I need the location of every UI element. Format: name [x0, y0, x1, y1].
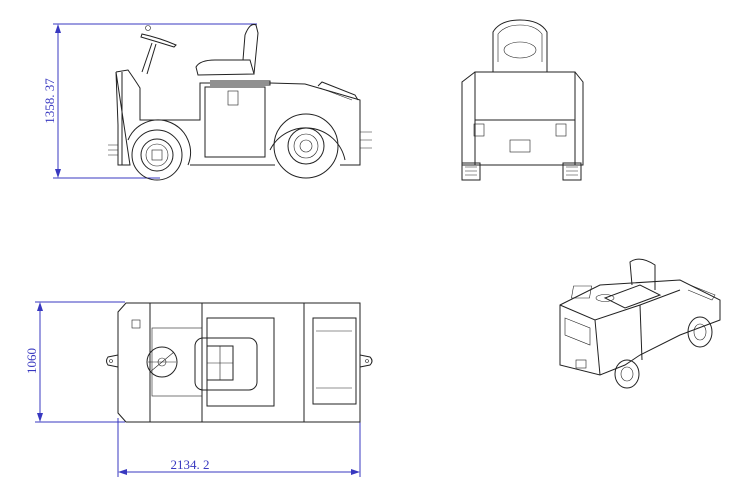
drawing-line: [687, 284, 716, 301]
isometric-view: [559, 258, 721, 389]
drawing-line: [559, 289, 681, 321]
side-steering-column: [140, 25, 177, 75]
drawing-line: [614, 359, 640, 389]
drawing-line: [206, 317, 275, 407]
drawing-line: [146, 346, 178, 378]
drawing-line: [465, 166, 578, 176]
height-dimension: 1358. 37: [42, 23, 257, 179]
drawing-line: [37, 413, 43, 422]
drawing-line: [316, 330, 352, 389]
iso-rear-wheel: [687, 316, 713, 348]
drawing-line: [317, 81, 359, 101]
drawing-line: [575, 359, 587, 369]
drawing-line: [127, 119, 191, 166]
front-left-wheel: [461, 162, 481, 181]
drawing-line: [55, 24, 61, 33]
side-rear-wheel: [273, 113, 339, 179]
drawing-line: [195, 59, 255, 76]
front-right-wheel: [562, 162, 582, 181]
drawing-line: [629, 258, 656, 290]
drawing-line: [365, 359, 369, 363]
drawing-line: [620, 366, 634, 382]
width-dimension-label: 1060: [24, 348, 39, 374]
top-rear-hatch: [312, 317, 357, 405]
iso-steering-wheel: [595, 294, 615, 302]
drawing-line: [299, 139, 313, 153]
drawing-line: [603, 284, 662, 309]
drawing-line: [273, 113, 339, 179]
drawing-line: [145, 143, 169, 167]
drawing-line: [109, 359, 113, 363]
front-view: [461, 19, 584, 181]
drawing-line: [687, 316, 713, 348]
drawing-line: [207, 346, 233, 380]
drawing-line: [210, 80, 271, 86]
drawing-line: [693, 323, 707, 341]
battery-door: [204, 86, 266, 158]
drawing-line: [503, 41, 537, 59]
top-steering-wheel: [146, 346, 178, 378]
drawing-line: [497, 24, 543, 62]
drawing-line: [145, 25, 151, 31]
height-dimension-label: 1358. 37: [42, 78, 57, 124]
side-front-wheel: [131, 129, 183, 181]
drawing-line: [351, 469, 360, 475]
drawing-line: [559, 279, 721, 376]
drawing-line: [131, 319, 141, 329]
drawing-line: [571, 285, 592, 299]
drawing-line: [293, 133, 319, 159]
drawing-line: [492, 19, 548, 72]
length-dimension: 2134. 2: [117, 418, 361, 477]
side-view: 1358. 37: [42, 23, 372, 181]
drawing-line: [131, 129, 183, 181]
drawing-line: [461, 71, 584, 166]
drawing-line: [473, 123, 485, 137]
drawing-line: [37, 302, 43, 311]
length-dimension-label: 2134. 2: [171, 457, 210, 472]
drawing-line: [269, 127, 346, 161]
drawing-line: [639, 304, 643, 361]
drawing-line: [319, 87, 353, 101]
drawing-line: [474, 119, 576, 166]
drawing-line: [148, 351, 176, 373]
top-outline: [117, 302, 361, 423]
drawing-line: [474, 71, 576, 121]
drawing-line: [227, 90, 239, 106]
side-seat: [195, 24, 259, 76]
side-body: [108, 69, 372, 166]
drawing-line: [194, 337, 258, 391]
drawing-line: [151, 149, 163, 161]
front-tow-hitch: [509, 139, 531, 153]
drawing-line: [140, 138, 174, 172]
front-tow-eye: [106, 354, 119, 368]
drawing-line: [564, 317, 591, 346]
width-dimension: 1060: [24, 301, 125, 423]
drawing-line: [141, 42, 157, 75]
drawing-line: [555, 123, 567, 137]
drawing-line: [242, 24, 259, 75]
drawing-line: [108, 131, 372, 156]
top-view: 1060 2134. 2: [24, 301, 373, 477]
top-seat: [194, 337, 258, 391]
drawing-line: [287, 127, 325, 165]
drawing-line: [140, 33, 177, 48]
drawing-line: [594, 319, 601, 376]
drawing-line: [118, 469, 127, 475]
drawing-line: [55, 169, 61, 178]
iso-front-wheel: [614, 359, 640, 389]
rear-tow-eye: [359, 354, 373, 368]
